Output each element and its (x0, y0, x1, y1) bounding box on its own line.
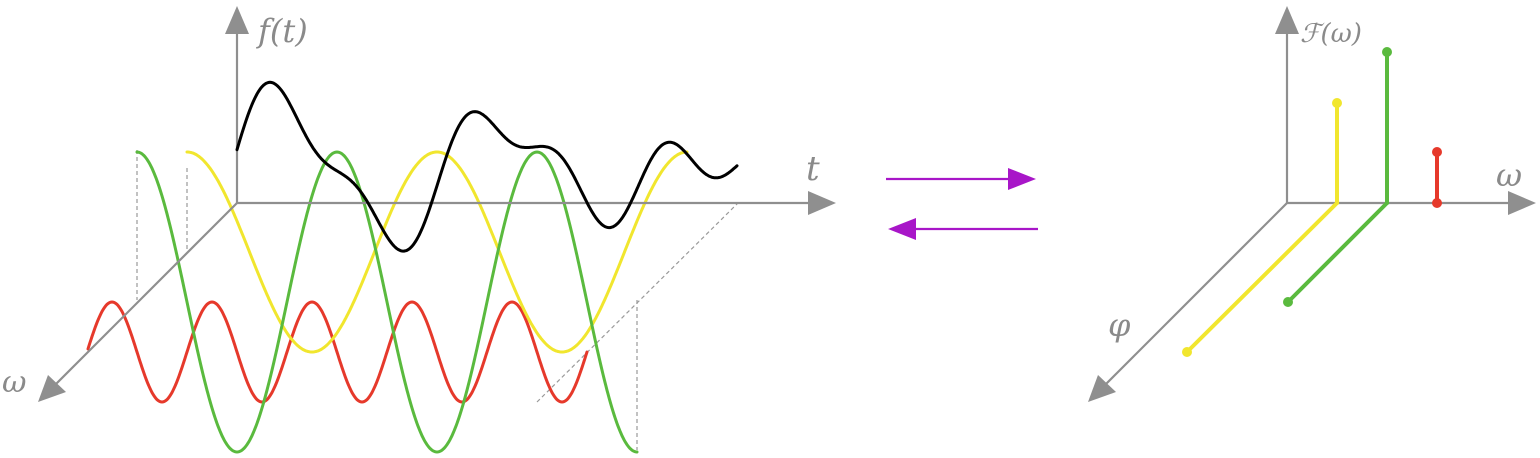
green-phase-dot (1283, 297, 1293, 307)
omega-axis-arrowhead (1508, 191, 1536, 215)
green-component-wave (135, 150, 639, 454)
omega-depth-axis (49, 202, 238, 391)
phi-axis-label: φ (1108, 306, 1131, 344)
yellow-phase-dot (1182, 347, 1192, 357)
time-domain-panel: f(t) t ω (2, 6, 836, 454)
f-axis-arrowhead (225, 6, 249, 34)
f-axis-label: f(t) (256, 12, 308, 50)
inverse-arrowhead (888, 218, 916, 240)
green-phase-line (1286, 201, 1389, 304)
red-phase-dot (1432, 198, 1442, 208)
yellow-spectrum-component (1182, 98, 1342, 357)
green-spectrum-component (1283, 47, 1392, 307)
F-axis-arrowhead (1275, 6, 1299, 34)
green-amplitude-dot (1382, 47, 1392, 57)
yellow-component-wave (185, 150, 689, 354)
frequency-axes (1088, 6, 1536, 402)
red-spectrum-component (1432, 147, 1442, 208)
phi-axis (1099, 202, 1288, 391)
composite-signal-wave (235, 80, 739, 253)
yellow-amplitude-dot (1332, 98, 1342, 108)
F-axis-label: ℱ(ω) (1300, 19, 1362, 49)
t-axis-label: t (806, 149, 820, 189)
red-amplitude-dot (1432, 147, 1442, 157)
yellow-phase-line (1185, 201, 1339, 354)
phi-axis-arrowhead (1088, 375, 1116, 402)
red-component-wave (86, 300, 589, 404)
time-axes (38, 6, 836, 402)
omega-depth-arrowhead (38, 375, 66, 402)
t-axis-arrowhead (808, 191, 836, 215)
frequency-domain-panel: ℱ(ω) ω φ (1088, 6, 1536, 402)
omega-axis-label: ω (1496, 156, 1522, 194)
forward-arrowhead (1008, 168, 1036, 190)
transform-arrows (886, 168, 1038, 240)
omega-depth-label: ω (2, 365, 26, 400)
guide-lines (136, 150, 739, 450)
